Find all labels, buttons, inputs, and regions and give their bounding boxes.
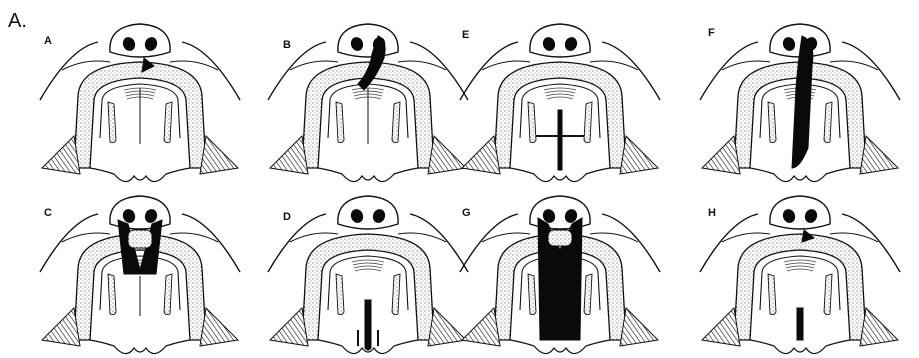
soft-palate-edge xyxy=(90,340,190,354)
muscle-right xyxy=(428,308,466,346)
ruga xyxy=(544,88,576,90)
panel-f: F xyxy=(700,24,900,182)
soft-palate-edge xyxy=(90,168,190,182)
ruga xyxy=(353,263,383,265)
ruga xyxy=(785,263,815,265)
ridge-left xyxy=(108,274,116,315)
ruga xyxy=(355,269,381,271)
muscle-left xyxy=(270,308,308,346)
cleft-submucous xyxy=(797,308,803,340)
muscle-right xyxy=(620,308,658,346)
ruga xyxy=(547,97,573,99)
panel-letter-c: C xyxy=(44,207,52,219)
panel-letter-g: G xyxy=(462,207,471,219)
panel-letter-f: F xyxy=(708,27,715,39)
premaxilla xyxy=(128,230,152,248)
muscle-left xyxy=(270,136,308,174)
muscle-left xyxy=(702,136,740,174)
ridge-left xyxy=(768,102,776,143)
panel-g: G xyxy=(460,196,660,354)
muscle-left xyxy=(462,136,500,174)
panel-letter-b: B xyxy=(283,39,291,51)
muscle-right xyxy=(428,136,466,174)
soft-palate-edge xyxy=(510,340,610,354)
muscle-right xyxy=(860,136,898,174)
panel-c: C xyxy=(40,196,240,354)
cleft-uvula xyxy=(558,110,562,170)
muscle-left xyxy=(42,308,80,346)
nose xyxy=(770,196,830,229)
ruga xyxy=(784,260,816,262)
ruga xyxy=(786,266,814,268)
ridge-left xyxy=(528,102,536,143)
panels-layer: A B C D E F G H xyxy=(40,24,900,354)
ruga xyxy=(546,94,574,96)
ridge-right xyxy=(164,102,172,143)
panel-e: E xyxy=(460,24,660,182)
panel-h: H xyxy=(700,196,900,354)
premaxilla xyxy=(548,230,572,246)
muscle-right xyxy=(860,308,898,346)
ridge-right xyxy=(584,102,592,143)
ruga xyxy=(354,266,382,268)
ridge-left xyxy=(528,274,536,315)
muscle-right xyxy=(620,136,658,174)
ridge-left xyxy=(336,274,344,315)
panel-letter-e: E xyxy=(462,29,469,41)
ridge-right xyxy=(584,274,592,315)
panel-a: A xyxy=(40,24,240,182)
panel-d: D xyxy=(268,196,468,354)
soft-palate-edge xyxy=(318,168,418,182)
ridge-right xyxy=(824,102,832,143)
panel-b: B xyxy=(268,24,468,182)
muscle-left xyxy=(42,136,80,174)
ruga xyxy=(545,91,575,93)
panel-letter-h: H xyxy=(708,207,716,219)
soft-palate-edge xyxy=(750,340,850,354)
soft-palate-edge xyxy=(750,168,850,182)
muscle-left xyxy=(702,308,740,346)
muscle-right xyxy=(200,308,238,346)
nose xyxy=(110,24,170,57)
ruga xyxy=(352,260,384,262)
ridge-right xyxy=(392,102,400,143)
ridge-right xyxy=(164,274,172,315)
ridge-right xyxy=(824,274,832,315)
muscle-left xyxy=(462,308,500,346)
muscle-right xyxy=(200,136,238,174)
ridge-left xyxy=(108,102,116,143)
ruga xyxy=(787,269,813,271)
ridge-left xyxy=(336,102,344,143)
cleft-soft-partial xyxy=(365,300,371,350)
panel-letter-a: A xyxy=(44,35,52,47)
nose xyxy=(338,24,398,57)
ridge-right xyxy=(392,274,400,315)
panel-letter-d: D xyxy=(283,211,291,223)
ridge-left xyxy=(768,274,776,315)
nose xyxy=(530,24,590,57)
nose xyxy=(338,196,398,229)
